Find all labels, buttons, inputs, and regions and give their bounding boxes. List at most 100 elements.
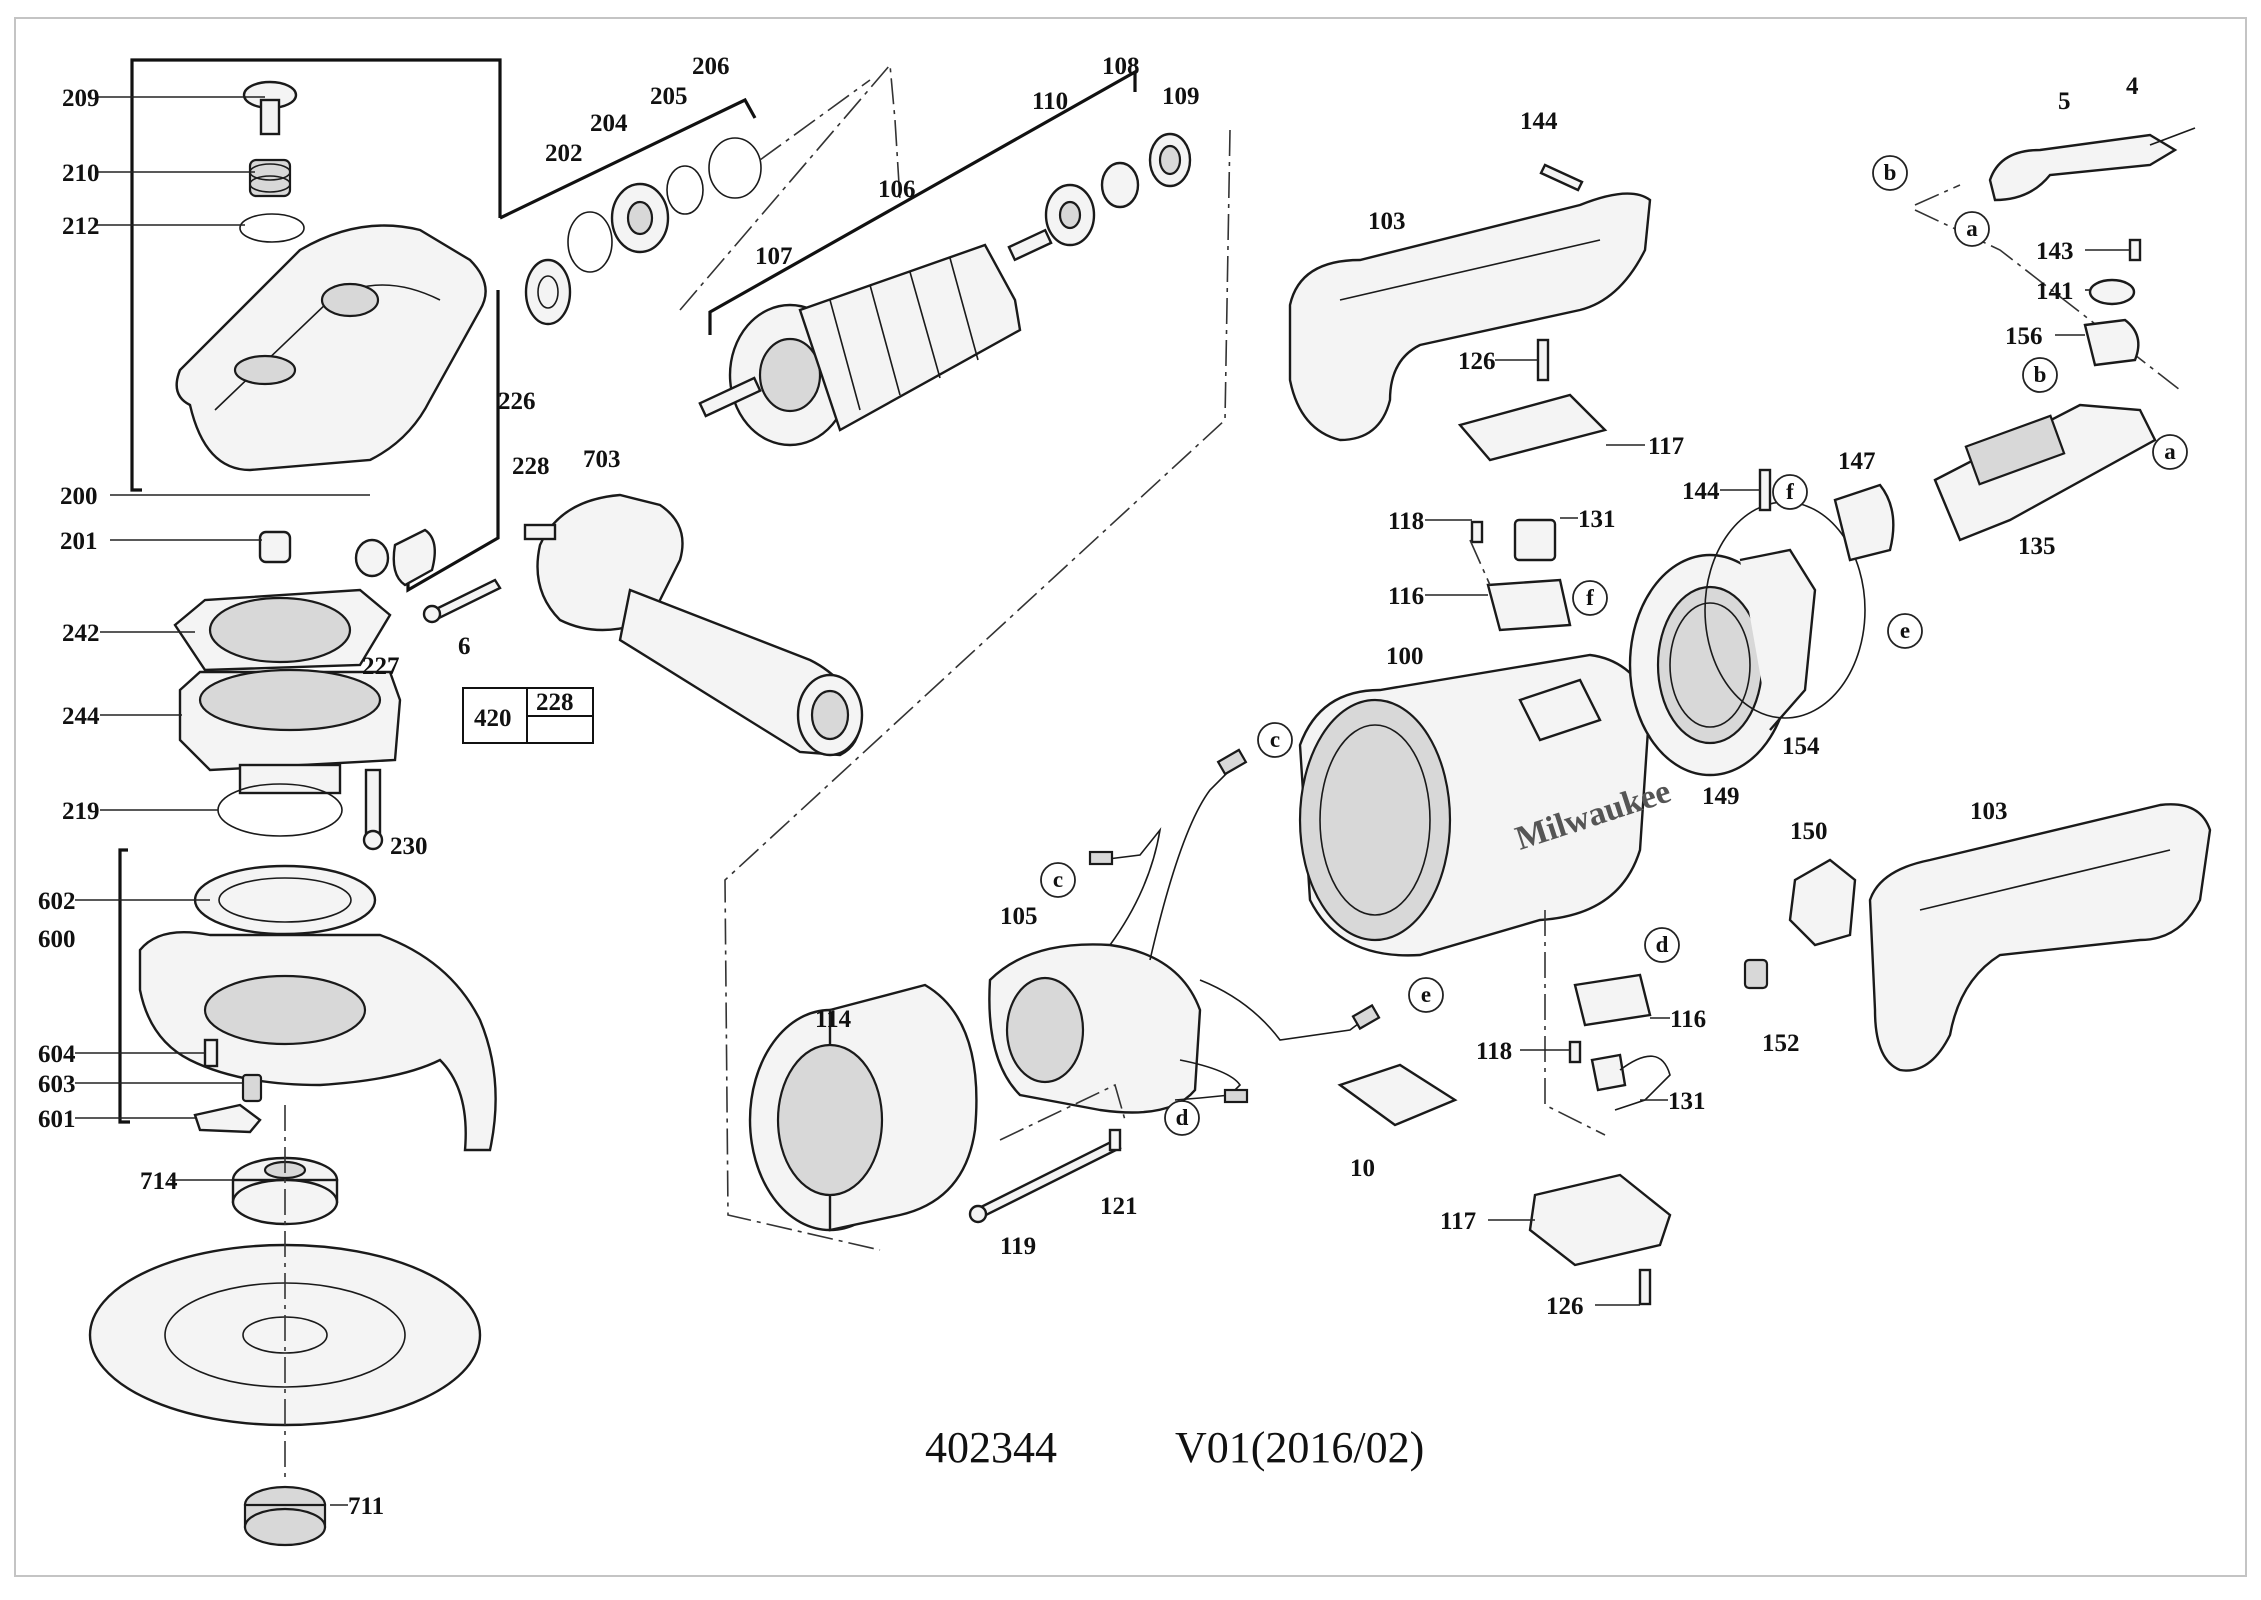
- bevel-gear-small: [524, 258, 572, 326]
- part-callout-212: 212: [62, 213, 100, 240]
- bearing-sleeve-bore: [1158, 144, 1182, 176]
- locking-nut: [392, 528, 436, 587]
- guard-clamp-inner: [218, 877, 352, 923]
- part-callout-204: 204: [590, 110, 628, 137]
- part-callout-154: 154: [1782, 733, 1820, 760]
- connection-marker-circle: [1887, 613, 1923, 649]
- part-callout-131: 131: [1578, 506, 1616, 533]
- spacer-ring: [666, 165, 704, 215]
- connection-marker-e: e: [1408, 977, 1444, 1013]
- brush-holder-116b: [1573, 973, 1652, 1027]
- part-callout-602: 602: [38, 888, 76, 915]
- lever-150: [1788, 858, 1857, 947]
- clamp-nut-bottom: [243, 1507, 327, 1547]
- part-callout-126: 126: [1546, 1293, 1584, 1320]
- gear-casing-ring: [198, 668, 382, 732]
- brush-131b: [1590, 1053, 1627, 1092]
- screw-604: [203, 1038, 219, 1068]
- brush-lead: [1614, 1055, 1671, 1111]
- handle-group: [1288, 127, 2212, 1306]
- guard-opening: [203, 974, 367, 1046]
- brush-holder-116: [1486, 578, 1572, 632]
- armature-slots: [829, 257, 979, 411]
- connection-marker-b: b: [1872, 155, 1908, 191]
- screw-126b: [1638, 1268, 1652, 1306]
- connection-marker-letter: a: [2164, 439, 2176, 464]
- connection-marker-letter: d: [1656, 932, 1669, 957]
- guard-clamp: [193, 864, 377, 936]
- o-ring: [239, 213, 305, 243]
- handle-thread: [523, 523, 557, 541]
- drawing-version: V01(2016/02): [1175, 1423, 1424, 1472]
- connection-marker-f: f: [1772, 474, 1808, 510]
- part-callout-210: 210: [62, 160, 100, 187]
- part-callout-144: 144: [1520, 108, 1558, 135]
- bearing-110-bore: [1058, 200, 1082, 230]
- armature-fan-hub: [758, 337, 822, 413]
- spring-152: [1743, 958, 1769, 990]
- part-callout-703: 703: [583, 446, 621, 473]
- connection-marker-letter: f: [1786, 479, 1794, 504]
- part-callout-206: 206: [692, 53, 730, 80]
- connection-marker-circle: [1040, 862, 1076, 898]
- connection-marker-circle: [1408, 977, 1444, 1013]
- armature-core: [798, 243, 1022, 432]
- part-callout-109: 109: [1162, 83, 1200, 110]
- part-callout-600: 600: [38, 926, 76, 953]
- part-callout-603: 603: [38, 1071, 76, 1098]
- lead-wire-c: [1099, 827, 1162, 946]
- connection-marker-c: c: [1257, 722, 1293, 758]
- connection-marker-circle: [2152, 434, 2188, 470]
- part-callout-201: 201: [60, 528, 98, 555]
- connection-marker-letter: e: [1900, 618, 1910, 643]
- connection-marker-circle: [1164, 1100, 1200, 1136]
- part-callout-4: 4: [2126, 73, 2139, 100]
- bracket-200: [130, 58, 502, 492]
- screw-230: [364, 768, 382, 837]
- connector-d: [1223, 1088, 1249, 1104]
- housing-boss: [320, 282, 380, 318]
- connection-marker-letter: b: [2034, 362, 2047, 387]
- part-callout-711: 711: [348, 1493, 384, 1520]
- part-callout-209: 209: [62, 85, 100, 112]
- connection-marker-e: e: [1887, 613, 1923, 649]
- part-callout-227: 227: [362, 653, 400, 680]
- part-callout-244: 244: [62, 703, 100, 730]
- power-cord: [2149, 127, 2196, 146]
- connection-marker-circle: [1257, 722, 1293, 758]
- rear-end-bell-inner: [1656, 585, 1764, 745]
- armature-group: [679, 63, 1231, 1251]
- part-callout-147: 147: [1838, 448, 1876, 475]
- spring: [248, 158, 292, 198]
- screw-118: [1470, 520, 1484, 544]
- part-callout-116: 116: [1670, 1006, 1706, 1033]
- screw-144b: [1758, 468, 1772, 512]
- dash-brush-lower: [1544, 910, 1606, 1136]
- part-callout-117: 117: [1440, 1208, 1476, 1235]
- rear-end-bell-side: [1739, 548, 1817, 731]
- lock-button-pin: [259, 98, 281, 136]
- connection-marker-d: d: [1644, 927, 1680, 963]
- stator-screw: [973, 1138, 1122, 1220]
- dash-frame-motor: [724, 129, 1231, 1251]
- screw-144: [1539, 163, 1584, 192]
- part-callout-601: 601: [38, 1106, 76, 1133]
- gear-housing: [175, 224, 487, 472]
- cord-clamp-141: [2088, 278, 2136, 306]
- part-callout-121: 121: [1100, 1193, 1138, 1220]
- connection-marker-letter: d: [1176, 1105, 1189, 1130]
- bevel-gear-bore: [537, 275, 559, 309]
- gear-head-group: [88, 58, 871, 1547]
- part-callout-230: 230: [390, 833, 428, 860]
- connection-marker-circle: [1772, 474, 1808, 510]
- spring-603: [241, 1073, 263, 1103]
- connection-marker-letter: a: [1966, 216, 1978, 241]
- part-callout-604: 604: [38, 1041, 76, 1068]
- part-callout-103: 103: [1970, 798, 2008, 825]
- motor-housing-opening: [1298, 698, 1452, 942]
- part-callout-107: 107: [755, 243, 793, 270]
- part-callout-108: 108: [1102, 53, 1140, 80]
- connector-e: [1351, 1003, 1381, 1031]
- armature-shaft: [698, 376, 762, 418]
